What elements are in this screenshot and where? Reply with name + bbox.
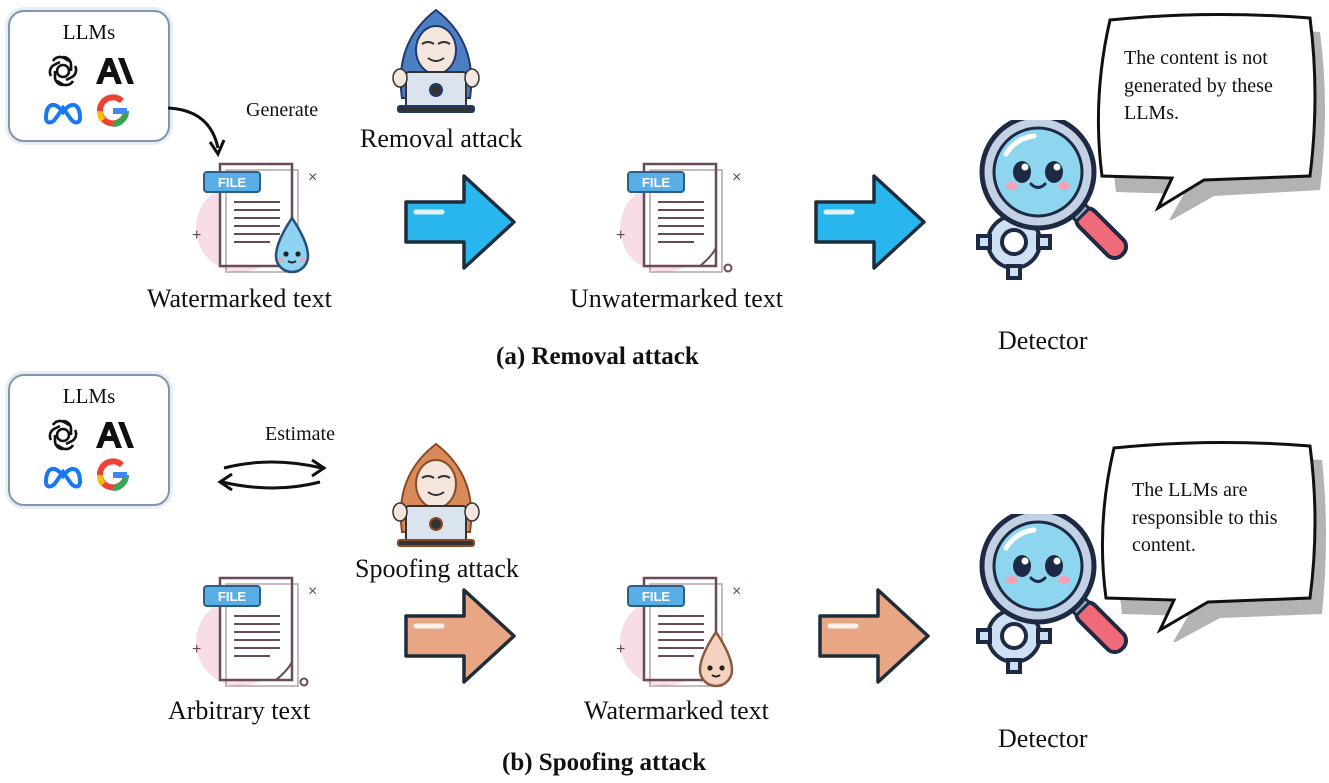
document-icon: [190, 162, 319, 274]
output-text-label: Watermarked text: [584, 696, 769, 725]
anthropic-icon: [96, 58, 134, 84]
speech-line-1: The content is not: [1124, 47, 1268, 69]
llm-box-title: LLMs: [62, 384, 116, 408]
detector-label: Detector: [998, 326, 1088, 355]
spoofing-attacker-label: Spoofing attack: [355, 554, 519, 583]
generate-label: Generate: [246, 99, 319, 121]
flow-arrow-icon: [812, 172, 930, 272]
removal-attacker-label: Removal attack: [360, 124, 523, 153]
flow-arrow-icon: [816, 586, 934, 686]
llm-box: LLMs: [8, 374, 170, 506]
speech-line-2: responsible to this: [1132, 507, 1278, 529]
openai-icon: [48, 55, 78, 87]
google-icon: [97, 458, 129, 491]
hacker-icon: [392, 443, 480, 547]
flow-arrow-icon: [402, 586, 520, 686]
speech-line-3: content.: [1132, 534, 1196, 556]
openai-icon: [48, 419, 78, 451]
caption-b: (b) Spoofing attack: [502, 749, 707, 776]
estimate-arrows-icon: [217, 458, 327, 492]
llm-box-title: LLMs: [62, 20, 116, 44]
meta-icon: [43, 466, 83, 489]
caption-a: (a) Removal attack: [496, 343, 699, 370]
meta-icon: [43, 102, 83, 125]
document-icon: [614, 576, 743, 688]
speech-line-3: LLMs.: [1124, 102, 1179, 124]
flow-arrow-icon: [402, 172, 520, 272]
document-icon: [190, 576, 319, 688]
speech-line-2: generated by these: [1124, 75, 1273, 97]
document-icon: [614, 162, 743, 274]
speech-line-1: The LLMs are: [1132, 479, 1248, 501]
llm-box: LLMs: [8, 10, 170, 142]
input-text-label: Arbitrary text: [168, 696, 311, 725]
output-text-label: Unwatermarked text: [570, 284, 783, 313]
google-icon: [97, 94, 129, 127]
speech-bubble: [1100, 440, 1326, 642]
generate-arrow-icon: [167, 106, 226, 158]
estimate-label: Estimate: [265, 423, 335, 445]
anthropic-icon: [96, 422, 134, 448]
hacker-icon: [392, 9, 480, 113]
speech-bubble: [1096, 12, 1325, 220]
input-text-label: Watermarked text: [147, 284, 332, 313]
detector-label: Detector: [998, 724, 1088, 753]
